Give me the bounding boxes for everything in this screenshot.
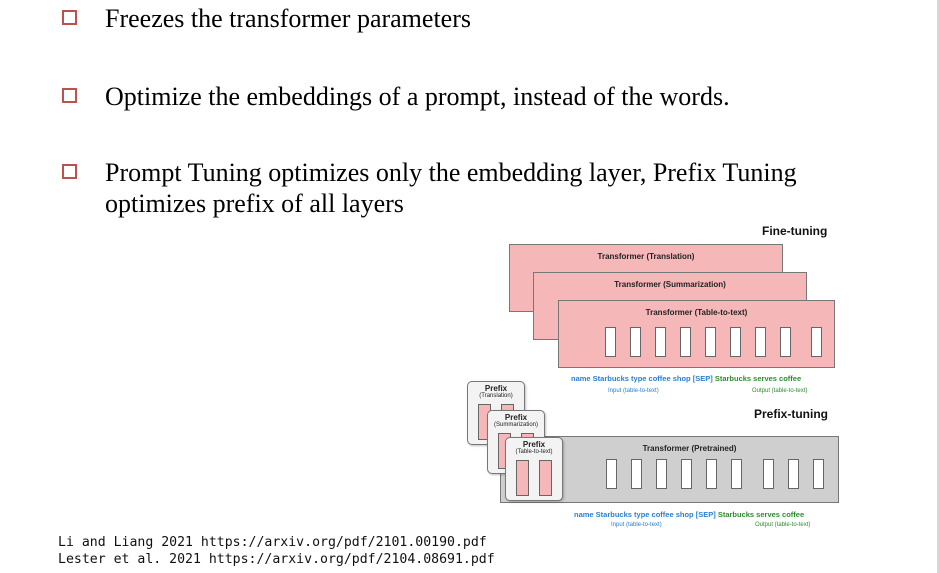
bullet-2: Optimize the embeddings of a prompt, ins… (62, 81, 865, 112)
token-slot (788, 459, 799, 489)
token-slot (811, 327, 822, 357)
output-tokens: Starbucks serves coffee (717, 510, 805, 519)
panel-title: Transformer (Pretrained) (642, 444, 737, 453)
bullet-text: Optimize the embeddings of a prompt, ins… (105, 82, 730, 111)
slide-edge (937, 0, 939, 573)
input-tokens: name Starbucks type coffee shop (574, 510, 694, 519)
input-label: Input (table-to-text) (608, 388, 659, 394)
token-slot (706, 459, 717, 489)
checkbox-icon (62, 10, 77, 25)
bullet-text: Prompt Tuning optimizes only the embeddi… (105, 158, 797, 218)
checkbox-icon (62, 88, 77, 103)
token-slot (705, 327, 716, 357)
token-slot (630, 327, 641, 357)
sep-token: [SEP] (695, 510, 716, 519)
token-slot (680, 327, 691, 357)
bullet-3: Prompt Tuning optimizes only the embeddi… (62, 157, 845, 219)
prefix-slot (539, 460, 552, 496)
token-slot (730, 327, 741, 357)
prefix-sublabel: (Summarization) (493, 422, 538, 428)
panel-title: Transformer (Translation) (597, 252, 695, 261)
fine-tuning-tokens: name Starbucks type coffee shop [SEP] St… (571, 374, 801, 383)
bullet-text: Freezes the transformer parameters (105, 4, 471, 33)
prefix-sublabel: (Table-to-text) (515, 449, 553, 455)
input-label: Input (table-to-text) (611, 522, 662, 528)
token-slot (813, 459, 824, 489)
prefix-sublabel: (Translation) (479, 393, 513, 399)
token-slot (605, 327, 616, 357)
prefix-tuning-title: Prefix-tuning (754, 407, 828, 421)
panel-title: Transformer (Table-to-text) (645, 308, 748, 317)
token-slot (755, 327, 766, 357)
sep-token: [SEP] (692, 374, 713, 383)
fine-tuning-title: Fine-tuning (762, 224, 828, 238)
panel-title: Transformer (Summarization) (614, 280, 726, 289)
token-slot (731, 459, 742, 489)
transformer-table-to-text-panel: Transformer (Table-to-text) (558, 300, 835, 368)
prefix-slot (516, 460, 529, 496)
bullet-1: Freezes the transformer parameters (62, 3, 865, 34)
token-slot (681, 459, 692, 489)
prefix-tuning-tokens: name Starbucks type coffee shop [SEP] St… (574, 510, 804, 519)
reference-lester[interactable]: Lester et al. 2021 https://arxiv.org/pdf… (58, 552, 495, 567)
token-slot (631, 459, 642, 489)
output-label: Output (table-to-text) (755, 522, 811, 528)
references: Li and Liang 2021 https://arxiv.org/pdf/… (58, 534, 495, 568)
output-tokens: Starbucks serves coffee (714, 374, 802, 383)
token-slot (763, 459, 774, 489)
checkbox-icon (62, 164, 77, 179)
token-slot (780, 327, 791, 357)
input-tokens: name Starbucks type coffee shop (571, 374, 691, 383)
token-slot (606, 459, 617, 489)
token-slot (655, 327, 666, 357)
prefix-table-to-text-card: Prefix (Table-to-text) (505, 437, 563, 501)
reference-li-liang[interactable]: Li and Liang 2021 https://arxiv.org/pdf/… (58, 535, 487, 550)
token-slot (656, 459, 667, 489)
prefix-label: Prefix (522, 440, 546, 449)
output-label: Output (table-to-text) (752, 388, 808, 394)
prefix-label: Prefix (504, 413, 528, 422)
prefix-label: Prefix (484, 384, 508, 393)
